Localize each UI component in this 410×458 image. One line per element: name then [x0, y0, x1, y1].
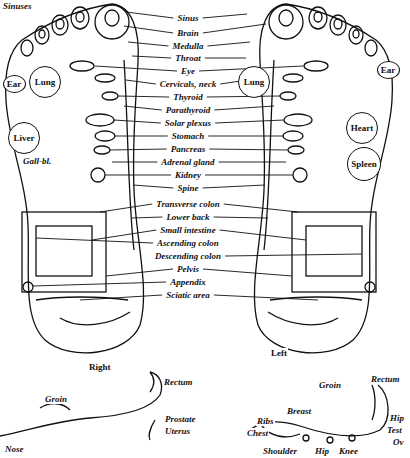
organ-name: Ear — [381, 65, 396, 75]
part-label: Left — [270, 348, 288, 358]
organ-name: Heart — [351, 123, 374, 133]
leader-line — [106, 269, 173, 276]
part-label: Groin — [44, 394, 68, 404]
reflex-zone-label: Cervicals, neck — [159, 79, 218, 89]
part-label: Hip — [389, 413, 405, 423]
reflex-zone-label: Solar plexus — [164, 118, 212, 128]
part-label: Rectum — [370, 374, 401, 384]
leader-line — [225, 254, 362, 256]
organ-name: Ear — [7, 79, 22, 89]
part-label: Uterus — [164, 426, 191, 436]
part-label: Ribs — [256, 416, 275, 426]
reflex-zone-label: Eye — [180, 66, 196, 76]
reflex-zone-label: Spine — [176, 183, 199, 193]
leader-line — [128, 42, 168, 46]
leader-line — [132, 217, 162, 218]
leader-line — [214, 106, 274, 110]
reflex-zone-label: Thyroid — [172, 92, 204, 102]
part-label: Chest — [246, 428, 269, 438]
organ-circle: Lung — [238, 66, 270, 98]
leader-line — [203, 269, 292, 276]
leader-line — [33, 282, 166, 286]
organ-circle: Lung — [29, 66, 61, 98]
reflex-zone-label: Stomach — [171, 131, 206, 141]
leader-line — [205, 58, 246, 59]
leader-line — [133, 185, 173, 188]
organ-circle: Liver — [8, 122, 40, 154]
part-label: Ov — [392, 437, 405, 447]
reflex-zone-label: Lower back — [165, 212, 210, 222]
organ-circle: Ear — [3, 75, 26, 93]
leader-line — [36, 238, 153, 243]
leader-line — [112, 162, 157, 163]
reflex-zone-label: Transverse colon — [155, 199, 220, 209]
part-label: Nose — [4, 444, 25, 454]
reflex-zone-label: Throat — [174, 53, 202, 63]
organ-name: Spleen — [351, 159, 377, 169]
organ-name: Lung — [35, 77, 56, 87]
leader-line — [110, 149, 167, 150]
leader-line — [100, 204, 152, 212]
leader-line — [105, 175, 171, 176]
leader-line — [215, 120, 284, 123]
leader-line — [80, 295, 162, 300]
reflex-zone-label: Parathyroid — [165, 105, 212, 115]
leader-line — [224, 204, 298, 212]
reflex-zone-label: Brain — [176, 28, 200, 38]
leader-line — [209, 149, 288, 150]
reflex-zone-label: Pelvis — [176, 264, 200, 274]
reflex-zone-label: Pancreas — [170, 144, 207, 154]
leader-line — [205, 175, 293, 176]
reflex-zone-label: Ascending colon — [156, 238, 220, 248]
leader-line — [132, 56, 171, 58]
reflex-zone-label: Kidney — [174, 170, 202, 180]
leader-line — [124, 26, 173, 33]
part-label: Test — [386, 425, 403, 435]
leader-line — [126, 80, 156, 84]
leader-line — [214, 217, 268, 218]
part-label: Knee — [338, 446, 359, 456]
part-label: Rectum — [163, 377, 194, 387]
reflex-zone-label: Small intestine — [159, 225, 216, 235]
leader-line — [220, 230, 306, 240]
organ-name: Lung — [244, 77, 265, 87]
leader-line — [208, 42, 251, 46]
leader-line — [114, 120, 161, 123]
reflex-zone-label: Sinus — [176, 13, 199, 23]
part-label: Hip — [314, 446, 330, 456]
part-label: Shoulder — [262, 446, 298, 456]
organ-name: Liver — [14, 133, 35, 143]
part-label: Prostate — [164, 414, 197, 424]
organ-circle: Spleen — [347, 147, 381, 181]
reflex-zone-label: Medulla — [171, 41, 204, 51]
leader-line — [203, 185, 266, 188]
reflex-zone-label: Adrenal gland — [160, 157, 215, 167]
leader-line — [208, 136, 283, 137]
leader-line — [207, 96, 280, 97]
leader-line — [92, 230, 156, 240]
part-label: Groin — [318, 380, 342, 390]
leader-line — [118, 96, 169, 97]
leader-line — [219, 162, 286, 163]
part-label: Gall-bl. — [22, 156, 52, 166]
part-label: Breast — [286, 406, 312, 416]
leader-line — [95, 66, 177, 71]
reflex-zone-label: Appendix — [169, 277, 207, 287]
reflex-zone-label: Descending colon — [154, 251, 222, 261]
part-label: Sinuses — [2, 1, 33, 11]
organ-circle: Heart — [346, 112, 378, 144]
leader-line — [203, 14, 247, 18]
reflex-zone-label: Sciatic area — [165, 290, 211, 300]
leader-line — [126, 12, 173, 18]
leader-line — [124, 106, 162, 110]
leader-line — [203, 24, 266, 33]
leader-line — [214, 295, 318, 300]
leader-line — [115, 136, 168, 137]
part-label: Right — [88, 362, 112, 372]
organ-circle: Ear — [377, 61, 400, 79]
